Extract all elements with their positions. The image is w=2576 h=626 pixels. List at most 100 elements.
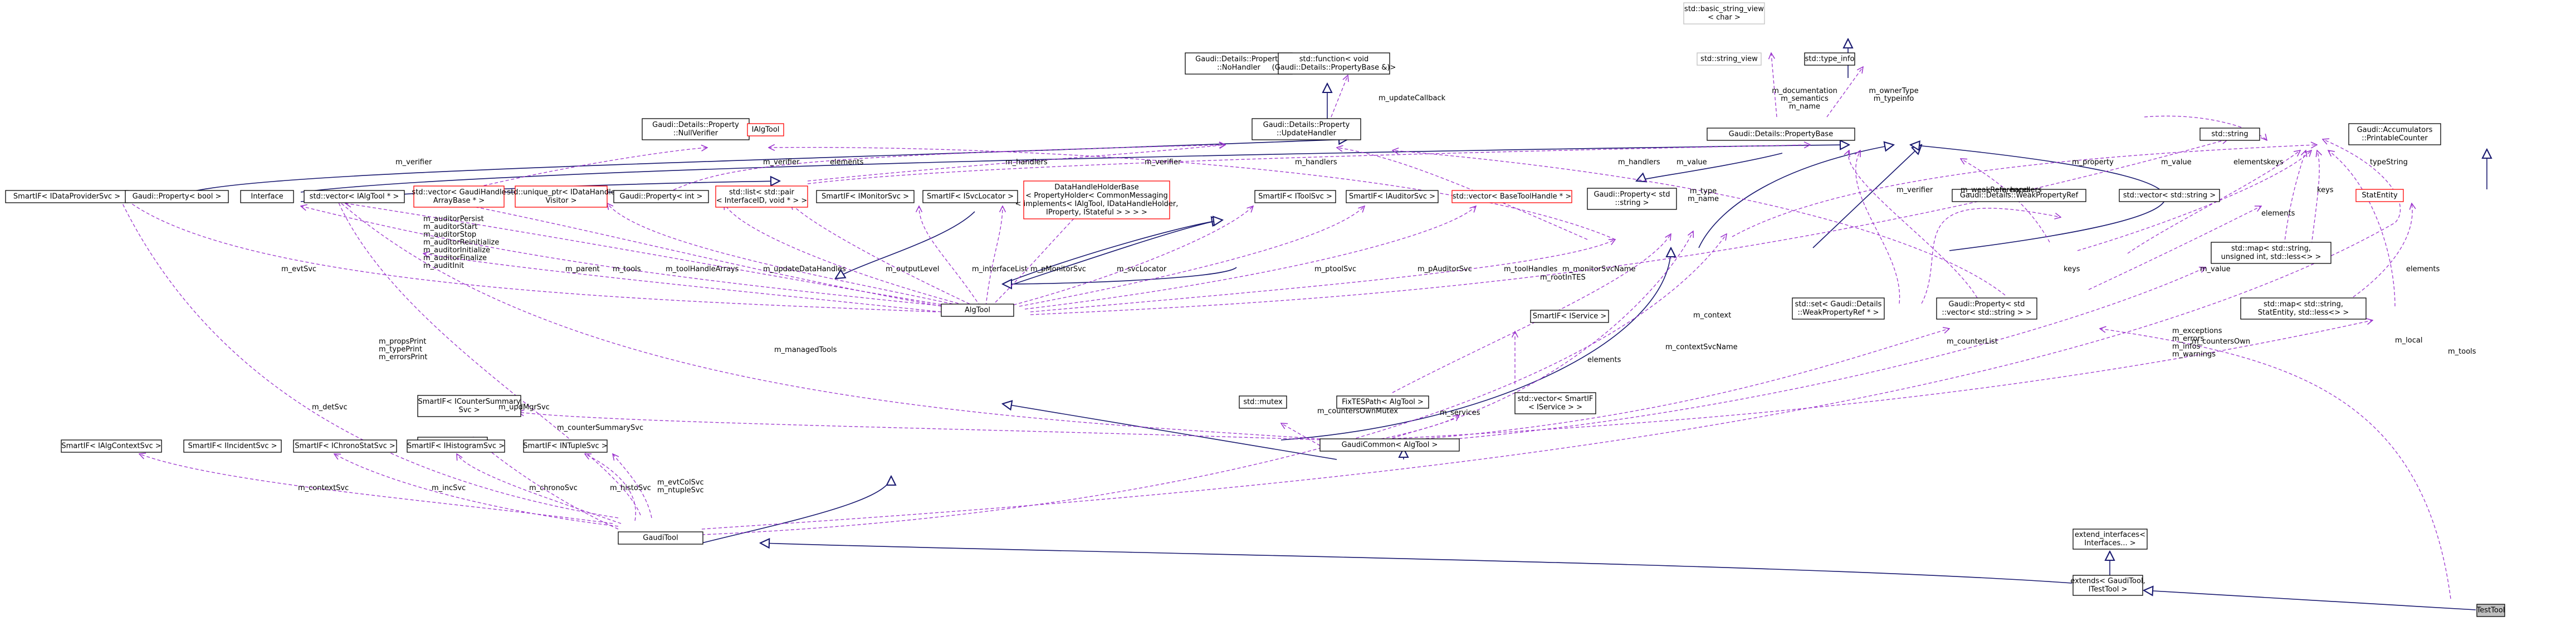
class-node-property-bool[interactable]: Gaudi::Property< bool > <box>125 190 229 203</box>
node-box <box>941 304 1014 317</box>
class-node-nohandler[interactable]: Gaudi::Details::Property::NoHandler <box>1185 52 1293 75</box>
node-box <box>613 190 709 203</box>
class-node-list-pair[interactable]: std::list< std::pair< InterfaceID, void … <box>715 185 808 208</box>
node-box <box>2072 575 2143 596</box>
class-node-ihistogram[interactable]: SmartIF< IHistogramSvc > <box>407 439 505 453</box>
node-box <box>618 531 703 545</box>
edge-label: m_parent <box>565 265 600 273</box>
node-label: SmartIF< IAuditorSvc > <box>1349 193 1435 201</box>
class-node-idataprovider[interactable]: SmartIF< IDataProviderSvc > <box>5 190 129 203</box>
class-node-std-mutex[interactable]: std::mutex <box>1239 395 1287 409</box>
edge-label: m_propsPrint <box>379 338 426 346</box>
edge-label: m_semantics <box>1781 95 1829 103</box>
class-node-imonitorsvc[interactable]: SmartIF< IMonitorSvc > <box>816 190 915 203</box>
class-node-weakpropertyref[interactable]: Gaudi::Details::WeakPropertyRef <box>1952 189 2086 202</box>
node-box <box>922 190 1018 203</box>
class-node-vec-iservice[interactable]: std::vector< SmartIF< IService > > <box>1514 392 1596 414</box>
edge-label: m_auditInit <box>423 262 464 270</box>
class-node-interface[interactable]: Interface <box>240 190 294 203</box>
class-node-testtool[interactable]: TestTool <box>2476 604 2505 617</box>
node-box <box>1185 52 1293 75</box>
edge-label: m_managedTools <box>774 346 837 354</box>
class-node-iauditorsvc[interactable]: SmartIF< IAuditorSvc > <box>1346 190 1439 203</box>
class-node-vec-basetoolhandle[interactable]: std::vector< BaseToolHandle * > <box>1451 190 1572 203</box>
node-box <box>293 439 397 453</box>
node-label: IAlgTool <box>752 126 780 134</box>
class-node-vec-string[interactable]: std::vector< std::string > <box>2119 189 2220 202</box>
class-node-ialgtool[interactable]: IAlgTool <box>747 123 784 136</box>
edge-label: m_auditorStop <box>423 231 476 239</box>
edge-label: elements <box>1587 356 1621 364</box>
node-box <box>1278 52 1390 75</box>
class-node-vec-ialgtool[interactable]: std::vector< IAlgTool * > <box>304 190 405 203</box>
class-node-isvclocator[interactable]: SmartIF< ISvcLocator > <box>922 190 1018 203</box>
class-node-itoolsvc[interactable]: SmartIF< IToolSvc > <box>1254 190 1336 203</box>
class-node-gaudicommon[interactable]: GaudiCommon< AlgTool > <box>1319 438 1460 452</box>
node-label: TestTool <box>2476 607 2505 615</box>
node-label: < implements< IAlgTool, IDataHandleHolde… <box>1015 200 1179 208</box>
class-node-map-string-uint[interactable]: std::map< std::string,unsigned int, std:… <box>2211 242 2331 264</box>
node-box <box>1936 297 2037 320</box>
class-node-std-string[interactable]: std::string <box>2199 128 2260 141</box>
node-label: std::list< std::pair <box>729 188 795 197</box>
class-node-basic-string-view[interactable]: std::basic_string_view< char > <box>1683 2 1765 25</box>
class-node-printablecounter[interactable]: Gaudi::Accumulators::PrintableCounter <box>2348 123 2441 145</box>
class-node-iincident[interactable]: SmartIF< IIncidentSvc > <box>183 439 282 453</box>
node-label: AlgTool <box>965 306 990 315</box>
class-node-nullverifier[interactable]: Gaudi::Details::Property::NullVerifier <box>642 118 750 140</box>
node-label: Gaudi::Property< std <box>1948 300 2025 309</box>
edge-label: m_typePrint <box>379 345 422 354</box>
node-label: StatEntity <box>2362 192 2398 200</box>
class-node-updatehandler[interactable]: Gaudi::Details::Property::UpdateHandler <box>1252 118 1361 140</box>
usage-edges <box>117 53 2451 599</box>
node-label: std::type_info <box>1805 55 1855 63</box>
class-node-ichrono[interactable]: SmartIF< IChronoStatSvc > <box>293 439 397 453</box>
class-node-set-weakref[interactable]: std::set< Gaudi::Details::WeakPropertyRe… <box>1792 297 1885 320</box>
class-node-propertybase[interactable]: Gaudi::Details::PropertyBase <box>1707 128 1855 141</box>
class-node-extend-interfaces[interactable]: extend_interfaces<Interfaces... > <box>2072 529 2148 550</box>
class-node-datahandleholder[interactable]: DataHandleHolderBase< PropertyHolder< Co… <box>1015 180 1179 219</box>
class-node-fixtespath[interactable]: FixTESPath< AlgTool > <box>1336 395 1429 409</box>
class-node-intuple[interactable]: SmartIF< INTupleSvc > <box>523 439 608 453</box>
node-box <box>417 395 521 417</box>
class-node-property-vec-string[interactable]: Gaudi::Property< std::vector< std::strin… <box>1936 297 2037 320</box>
node-box <box>2119 189 2220 202</box>
node-label: SmartIF< IService > <box>1533 312 1607 321</box>
node-label: std::function< void <box>1299 55 1369 63</box>
node-label: Gaudi::Accumulators <box>2357 126 2433 134</box>
class-node-statentity[interactable]: StatEntity <box>2355 189 2404 202</box>
node-box <box>413 185 505 208</box>
node-label: StatEntity, std::less<> > <box>2258 309 2349 317</box>
edge-label: elements <box>2406 265 2440 273</box>
edge-label: keys <box>2317 186 2334 194</box>
class-node-std-function[interactable]: std::function< void(Gaudi::Details::Prop… <box>1272 52 1396 75</box>
class-node-gauditool[interactable]: GaudiTool <box>618 531 703 545</box>
edge-label: m_typeinfo <box>1874 95 1914 103</box>
edge-label: m_tools <box>613 265 641 273</box>
node-label: SmartIF< IMonitorSvc > <box>822 193 909 201</box>
class-node-ialgcontext[interactable]: SmartIF< IAlgContextSvc > <box>61 439 162 453</box>
class-node-property-string[interactable]: Gaudi::Property< std::string > <box>1587 188 1677 210</box>
class-node-type-info[interactable]: std::type_info <box>1804 52 1855 66</box>
node-box <box>407 439 505 453</box>
class-node-extends-gt[interactable]: extends< GaudiTool,ITestTool > <box>2070 575 2145 596</box>
node-label: GaudiCommon< AlgTool > <box>1342 441 1438 449</box>
edge-label: m_verifier <box>1145 158 1181 167</box>
class-node-algtool[interactable]: AlgTool <box>941 304 1014 317</box>
node-box <box>125 190 229 203</box>
class-node-string-view[interactable]: std::string_view <box>1697 52 1762 66</box>
class-node-map-statentity[interactable]: std::map< std::string,StatEntity, std::l… <box>2240 297 2367 320</box>
edge-label: m_evtSvc <box>281 265 316 273</box>
class-node-iservice[interactable]: SmartIF< IService > <box>1530 310 1609 323</box>
node-label: Gaudi::Details::Property <box>652 121 739 129</box>
edge-label: m_auditorInitialize <box>423 246 490 255</box>
class-node-property-int[interactable]: Gaudi::Property< int > <box>613 190 709 203</box>
edge-label: m_incSvc <box>432 484 466 492</box>
node-box <box>1514 392 1596 414</box>
edge-label: elements <box>2233 158 2267 167</box>
edge-label: m_value <box>2161 158 2192 167</box>
